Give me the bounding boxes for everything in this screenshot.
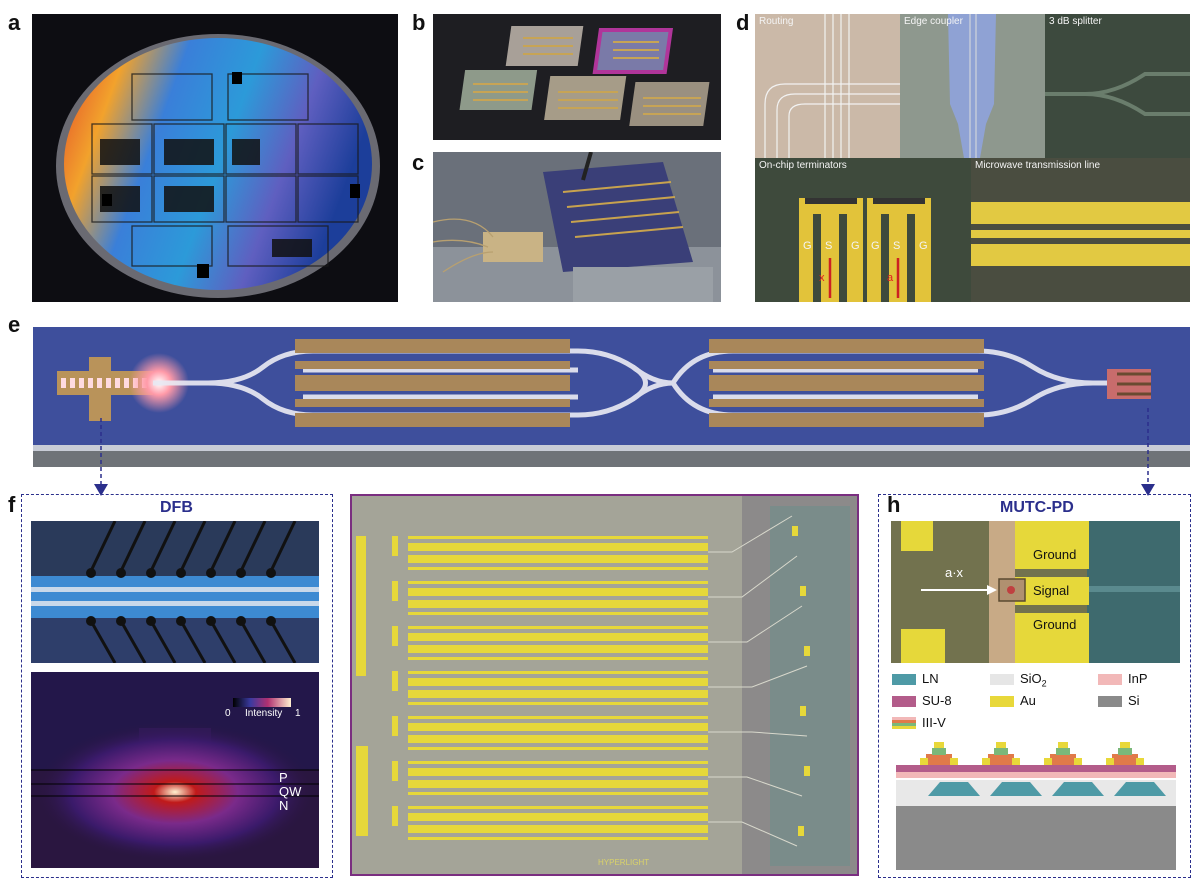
tile-transmission-line: Microwave transmission line — [971, 158, 1190, 302]
legend-label-iiiv: III-V — [922, 715, 946, 730]
legend-label-su8: SU-8 — [922, 693, 952, 708]
wafer-photo — [32, 14, 398, 302]
panel-label-h: h — [887, 492, 901, 517]
edge-coupler-shape — [948, 14, 996, 158]
terminator-arrow-label-a: a — [887, 272, 894, 284]
legend-label-inp: InP — [1128, 671, 1148, 686]
packaged-chip-photo — [433, 152, 721, 302]
panel-label-f: f — [8, 492, 16, 517]
tile-label-transmission-line: Microwave transmission line — [975, 160, 1101, 171]
pad-label-signal: Signal — [1033, 583, 1070, 598]
chip-micrograph: HYPERLIGHT — [350, 494, 859, 876]
tile-splitter: 3 dB splitter — [1045, 14, 1190, 158]
tile-label-splitter: 3 dB splitter — [1049, 16, 1102, 27]
dfb-mode-profile: 0 Intensity 1 P QW N — [31, 672, 319, 868]
panel-label-d: d — [736, 10, 750, 35]
chip-micrograph-illustration — [352, 496, 857, 874]
legend-swatch-iiiv — [892, 717, 916, 729]
dfb-laser-illustration — [31, 521, 319, 663]
panel-label-b: b — [412, 10, 426, 35]
chips-illustration — [459, 26, 710, 126]
mutc-pd-title: MUTC-PD — [1000, 499, 1074, 516]
chip-watermark: HYPERLIGHT — [598, 858, 650, 867]
colorbar-min: 0 — [225, 708, 231, 719]
wafer-illustration — [56, 34, 380, 298]
photodetector-micrograph: a·x Ground Signal Ground — [891, 521, 1180, 663]
dfb-title: DFB — [160, 499, 193, 516]
legend-label-ln: LN — [922, 671, 939, 686]
tile-terminators: On-chip terminators G S G G S G x a — [755, 158, 971, 302]
tile-label-edge-coupler: Edge coupler — [904, 16, 963, 27]
photodetector-illustration — [891, 521, 1180, 663]
legend-swatch-si — [1098, 696, 1122, 707]
transmission-line-stripes — [971, 202, 1190, 266]
chip-layout-illustration — [33, 327, 1190, 467]
panel-label-c: c — [412, 150, 425, 175]
photodetector-cross-section — [896, 742, 1176, 870]
legend-swatch-ln — [892, 674, 916, 685]
pad-label-ground-bottom: Ground — [1033, 617, 1077, 632]
tile-label-terminators: On-chip terminators — [759, 160, 847, 171]
electrode-label-5: S — [893, 240, 901, 252]
panel-label-a: a — [8, 10, 21, 35]
terminator-electrodes — [799, 198, 931, 302]
terminator-arrow-label-x: x — [819, 272, 825, 284]
legend-label-au: Au — [1020, 693, 1036, 708]
diced-chips-photo — [433, 14, 721, 140]
layer-label-p: P — [279, 770, 288, 785]
layer-label-qw: QW — [279, 784, 302, 799]
electrode-label-1: G — [803, 240, 812, 252]
photodetector-arrow-label: a·x — [945, 565, 964, 580]
legend-swatch-su8 — [892, 696, 916, 707]
pad-label-ground-top: Ground — [1033, 547, 1077, 562]
legend-swatch-sio2 — [990, 674, 1014, 685]
legend-swatch-au — [990, 696, 1014, 707]
electrode-label-3: G — [851, 240, 860, 252]
colorbar-label: Intensity — [245, 708, 283, 719]
dfb-laser-photo — [31, 521, 319, 663]
tile-edge-coupler: Edge coupler — [900, 14, 1045, 158]
routing-waveguides — [764, 14, 900, 158]
chip-rendering — [33, 327, 1190, 467]
tile-routing: Routing — [755, 14, 900, 158]
dfb-inset-box — [21, 494, 333, 878]
layer-label-n: N — [279, 798, 289, 813]
legend-swatch-inp — [1098, 674, 1122, 685]
electrode-label-4: G — [871, 240, 880, 252]
electrode-label-2: S — [825, 240, 833, 252]
micrograph-grid: Routing Edge coupler 3 dB splitter — [755, 14, 1190, 302]
electrode-label-6: G — [919, 240, 928, 252]
legend-label-sio2: SiO2 — [1020, 671, 1047, 689]
mutc-pd-inset-box — [878, 494, 1191, 878]
splitter-waveguides — [1045, 72, 1190, 116]
legend-label-sio2-subscript: 2 — [1041, 678, 1047, 689]
tile-label-routing: Routing — [759, 16, 794, 27]
mode-profile-plot — [31, 672, 319, 862]
packaged-chip-illustration — [433, 152, 721, 302]
panel-label-e: e — [8, 312, 21, 337]
legend-label-si: Si — [1128, 693, 1140, 708]
colorbar-max: 1 — [295, 708, 301, 719]
